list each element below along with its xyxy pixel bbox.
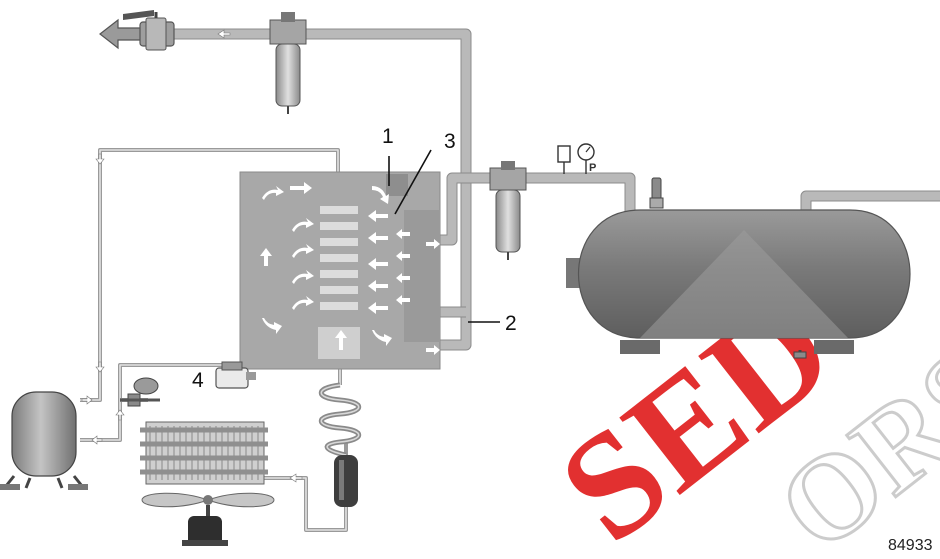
drawing-code: 84933	[888, 537, 933, 554]
bypass-valve	[120, 377, 160, 407]
heat-exchanger	[239, 171, 441, 370]
condenser-fan	[141, 492, 275, 546]
compressed-air-piping	[150, 28, 940, 351]
pipe-flow-arrows	[81, 29, 303, 483]
callout-2: 2	[505, 312, 517, 335]
pressure-instruments: P	[557, 143, 596, 174]
outlet-valve	[99, 10, 175, 51]
condensate-drain	[215, 361, 256, 389]
inlet-filter	[489, 161, 527, 260]
callout-3: 3	[444, 130, 456, 153]
callout-4: 4	[192, 369, 204, 392]
refrigerant-compressor	[0, 391, 88, 490]
coil-tube	[318, 382, 362, 458]
callout-1: 1	[382, 125, 394, 148]
flow-arrows	[260, 182, 440, 355]
gauge-letter: P	[589, 162, 596, 174]
air-receiver-tank	[566, 209, 911, 359]
exchanger-plates	[320, 206, 358, 310]
outlet-filter	[269, 12, 307, 114]
condenser	[140, 421, 268, 485]
callout-leaders	[388, 149, 500, 323]
safety-valve	[649, 177, 664, 209]
liquid-separator	[334, 455, 358, 507]
